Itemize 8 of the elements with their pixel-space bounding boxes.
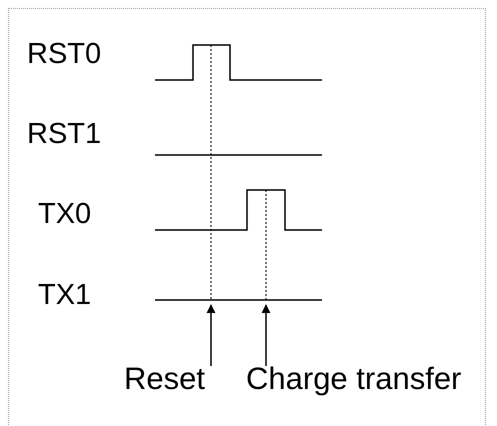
leader-arrow xyxy=(262,304,270,366)
annotation-text: Charge transfer xyxy=(246,362,462,396)
signal-name: TX1 xyxy=(38,279,92,311)
signal-name: TX0 xyxy=(38,198,92,230)
signal-name: RST1 xyxy=(27,118,102,150)
annotation-text: Reset xyxy=(124,362,205,396)
leader-arrow xyxy=(206,304,216,366)
signal-name: RST0 xyxy=(27,38,102,70)
